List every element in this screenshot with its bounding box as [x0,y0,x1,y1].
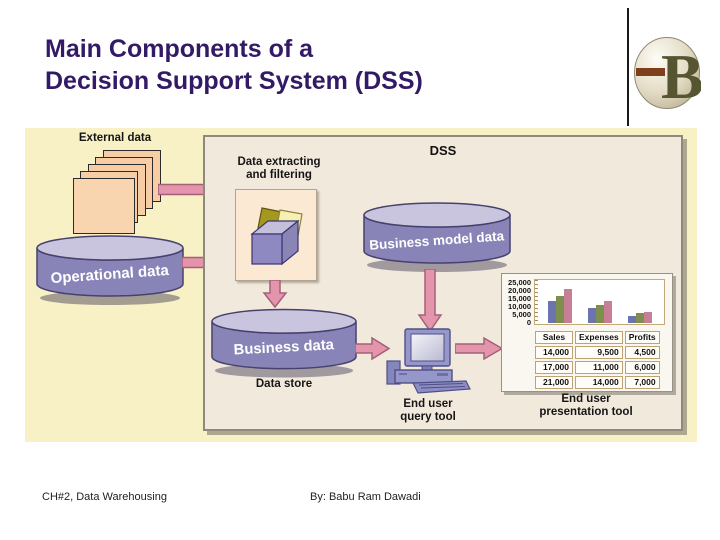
dss-diagram: External data Operational data DSS Data … [25,128,697,442]
bar [588,308,596,323]
svg-text:Business data: Business data [233,337,335,358]
table-header-cell: Profits [624,331,660,344]
bar-chart [534,279,665,325]
y-axis-tick-label: 25,000 [508,278,531,287]
y-axis-tick-label: 5,000 [512,310,531,319]
desktop-computer-icon [386,328,471,394]
database-cylinder-icon: Business data [211,308,357,378]
database-cylinder-icon: Operational data [36,235,184,305]
bar-group-sales [548,289,572,323]
title-line-2: Decision Support System (DSS) [45,67,423,95]
bar [548,301,556,323]
external-data-label: External data [78,132,152,144]
table-cell: 17,000 [535,361,573,374]
header-divider-line [627,8,629,126]
arrow-extract-to-datastore-icon [262,280,288,309]
table-cell: 21,000 [535,376,573,389]
database-cylinder-icon: Business model data [363,202,511,272]
operational-data-cylinder: Operational data [35,234,185,306]
arrow-model-to-query-icon [417,269,443,333]
bar-group-profits [628,312,652,323]
axis-tick-marks [535,280,538,324]
extract-filter-label: Data extracting and filtering [237,156,321,181]
y-axis-tick-label: 10,000 [508,302,531,311]
dss-panel: DSS Data extracting and filtering [203,135,683,431]
paper-sheet-icon [73,178,135,234]
business-data-cylinder: Business data [210,307,358,379]
bar [596,305,604,323]
footer-chapter-text: CH#2, Data Warehousing [42,491,167,503]
title-line-1: Main Components of a [45,35,314,63]
query-tool-label: End user query tool [400,398,456,423]
page-title: Main Components of a Decision Support Sy… [45,33,625,97]
presentation-tool-label: End user presentation tool [539,393,633,418]
table-header-cell: Sales [535,331,573,344]
table-header-cell: Expenses [575,331,623,344]
bar-group-expenses [588,301,612,323]
business-model-data-cylinder: Business model data [359,201,515,273]
bar [628,316,636,323]
table-cell: 14,000 [575,376,623,389]
table-cell: 4,500 [624,346,660,359]
bar [556,296,564,323]
table-cell: 14,000 [535,346,573,359]
footer-author-text: By: Babu Ram Dawadi [310,491,421,503]
arrow-query-to-presentation-icon [455,336,504,361]
bar [604,301,612,323]
query-tool-computer [385,328,471,395]
bar [564,289,572,323]
bar [636,313,644,323]
arrow-datastore-to-query-icon [355,336,391,361]
bar [644,312,652,323]
y-axis-tick-label: 20,000 [508,286,531,295]
y-axis-tick-label: 15,000 [508,294,531,303]
table-cell: 9,500 [575,346,623,359]
svg-text:B: B [661,41,701,110]
y-axis-tick-label: 0 [526,318,531,327]
brand-logo-icon: B [634,37,701,110]
dss-panel-label: DSS [429,143,457,158]
external-data-stack-icon [73,150,165,234]
cube-and-notes-icon [250,207,303,266]
table-cell: 7,000 [624,376,660,389]
data-store-label: Data store [255,378,313,390]
extract-filter-box [235,189,317,281]
brand-logo: B [633,36,701,110]
table-cell: 6,000 [624,361,660,374]
table-cell: 11,000 [575,361,623,374]
